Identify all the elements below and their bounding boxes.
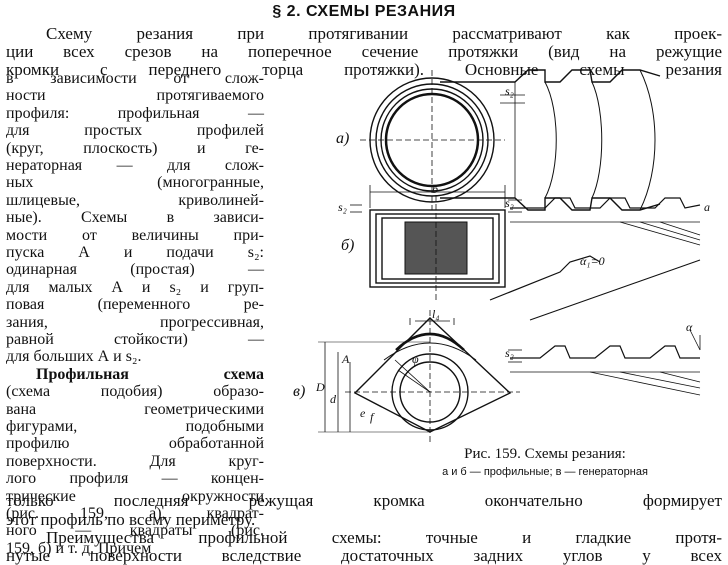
dimension-b: b xyxy=(432,182,438,196)
square-profile-diagram xyxy=(350,185,701,321)
text-line: Преимущества профильной схемы: точные и … xyxy=(46,528,722,547)
text-line: этот профиль по всему периметру. xyxy=(6,510,256,529)
column-text-line: в зависимости от слож- xyxy=(6,70,264,87)
dimension-a: a xyxy=(704,200,710,214)
text-line: только последняя режущая кромка окончате… xyxy=(6,491,722,510)
column-text-line: (круг, плоскость) и ге- xyxy=(6,139,264,157)
column-text-line: (рис. 159, а), квадрат- xyxy=(6,505,264,522)
figure-label-v: в) xyxy=(293,383,306,400)
column-text-line: лого профиля — концен- xyxy=(6,470,264,488)
column-text-line: 159, б) и т. д. Причем xyxy=(6,539,152,557)
dimension-alpha: α xyxy=(686,320,693,334)
column-text-line: зания, прогрессивная, xyxy=(6,313,264,331)
column-text-line: для простых профилей xyxy=(6,122,264,140)
column-text-line: для больших А и s₂. xyxy=(6,348,142,366)
dimension-phi: φ xyxy=(412,352,419,366)
dimension-sz: s₂ xyxy=(505,84,514,98)
figure-subcaption: а и б — профильные; в — генераторная xyxy=(442,466,648,478)
dimension-D: D xyxy=(316,380,325,394)
column-text-line: ных (многогранные, xyxy=(6,174,264,192)
column-text-line: шлицевые, криволиней- xyxy=(6,191,264,209)
dimension-sz: s₂ xyxy=(505,196,514,210)
dimension-e: e xyxy=(360,406,366,420)
column-text-line: Профильная схема xyxy=(36,365,264,383)
text-line: Схему резания при протягивании рассматри… xyxy=(46,24,722,43)
column-text-line: нераторная — для слож- xyxy=(6,157,264,174)
column-text-line: (схема подобия) образо- xyxy=(6,383,264,401)
column-text-line: ности протягиваемого xyxy=(6,87,264,105)
column-text-line: профилю обработанной xyxy=(6,435,264,453)
dimension-d: d xyxy=(330,392,336,406)
column-text-line: одинарная (простая) — xyxy=(6,261,264,279)
figure-label-b: б) xyxy=(341,237,355,254)
column-text-line: мости от величины при- xyxy=(6,226,264,244)
section-heading: § 2. СХЕМЫ РЕЗАНИЯ xyxy=(272,3,456,20)
dimension-l: l₄ xyxy=(432,307,440,321)
column-text-line: повая (переменного ре- xyxy=(6,296,264,314)
circular-profile-diagram xyxy=(360,69,661,211)
figure-label-a: а) xyxy=(336,130,350,147)
column-text-line: вана геометрическими xyxy=(6,400,264,418)
dimension-sz: s₂ xyxy=(338,200,347,214)
column-text-line: равной стойкости) — xyxy=(6,331,264,348)
column-text-line: фигурами, подобными xyxy=(6,418,264,435)
column-text-line: для малых А и s₂ и груп- xyxy=(6,278,264,296)
generator-profile-diagram xyxy=(318,310,701,445)
text-line: ции всех срезов на поперечное сечение пр… xyxy=(6,42,722,61)
dimension-f: f xyxy=(370,410,374,424)
column-text-line: пуска А и подачи s₂: xyxy=(6,244,264,261)
column-text-line: трические окружности xyxy=(6,487,264,505)
column-text-line: профиля: профильная — xyxy=(6,104,264,122)
figure-caption: Рис. 159. Схемы резания: xyxy=(464,446,626,462)
dimension-sz: s₂ xyxy=(505,346,514,360)
dimension-alpha1: α₁=0 xyxy=(580,254,605,268)
column-text-line: ного — квадраты (рис. xyxy=(6,522,264,540)
column-text-line: ные). Схемы в зависи- xyxy=(6,209,264,227)
dimension-A: A xyxy=(342,352,350,366)
text-line: кромки с переднего торца протяжки). Осно… xyxy=(6,60,722,79)
column-text-line: поверхности. Для круг- xyxy=(6,452,264,470)
